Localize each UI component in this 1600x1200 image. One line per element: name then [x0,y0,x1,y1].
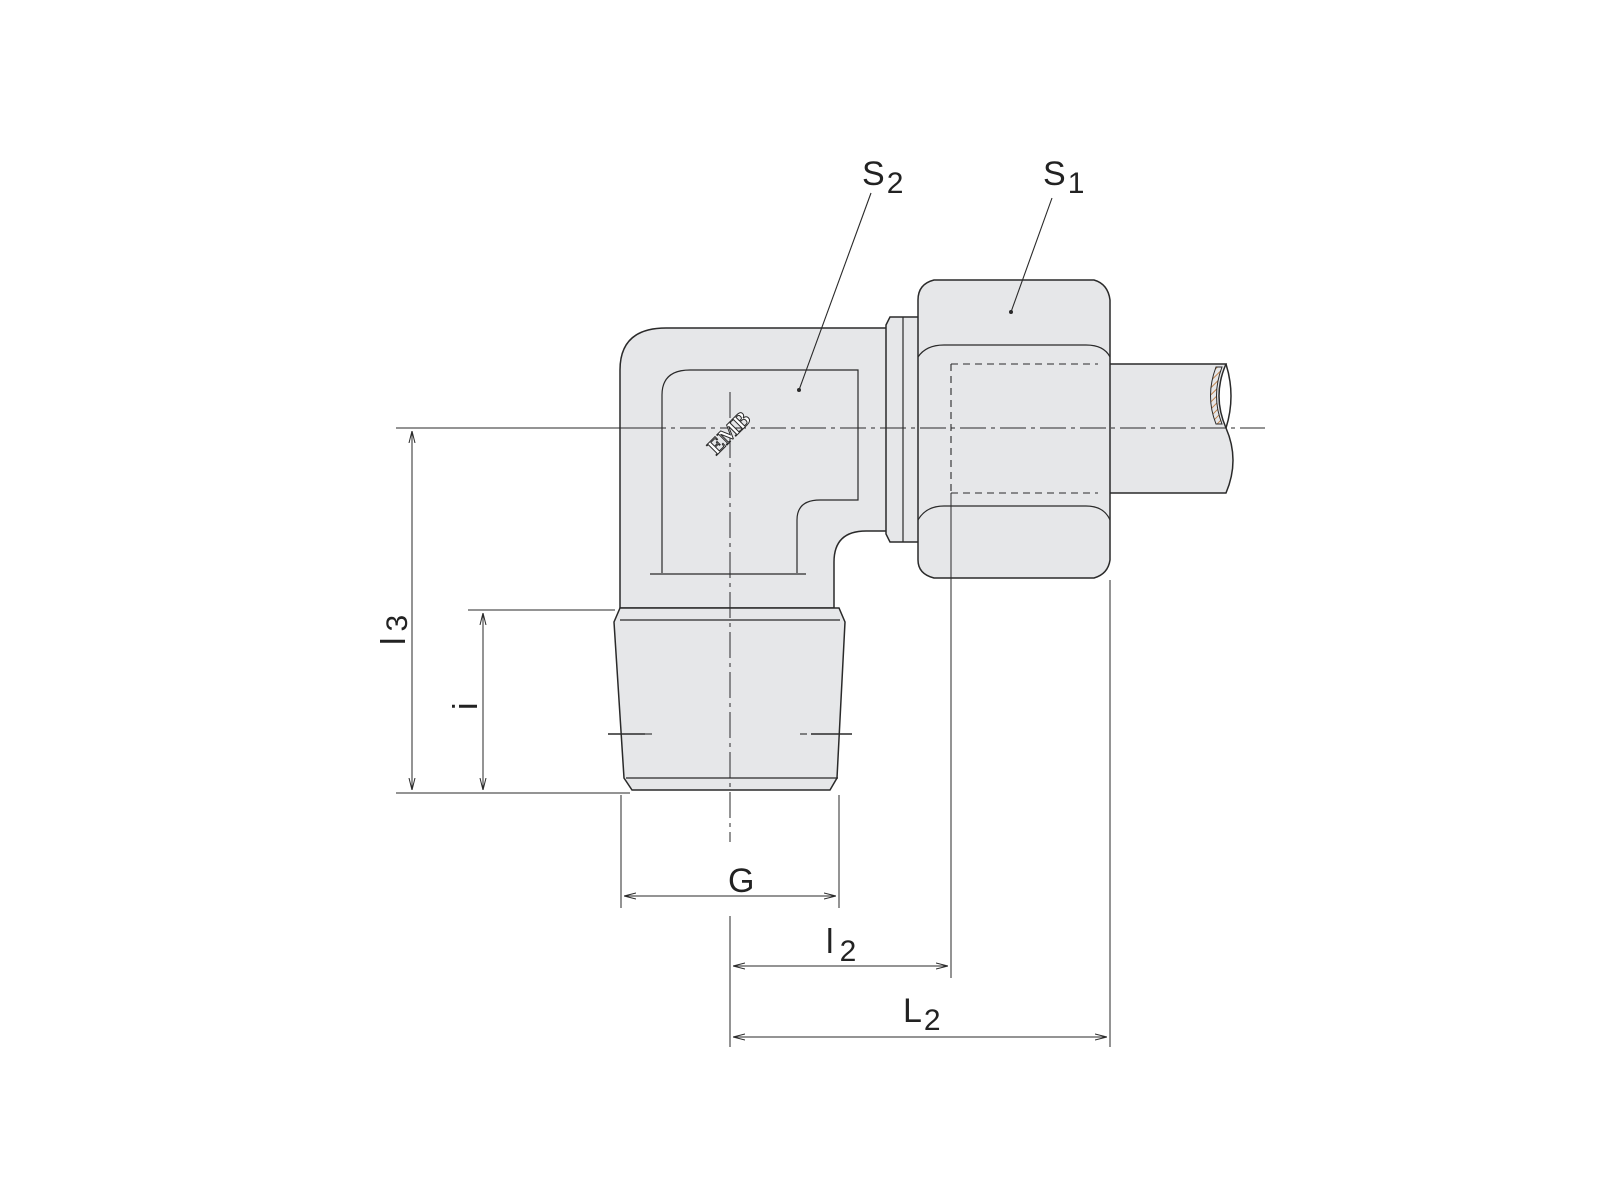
svg-text:i: i [447,702,485,710]
tube-wall-hatch [1210,366,1223,425]
collar [885,316,922,543]
centerlines [640,392,1265,842]
leader-s1 [1010,197,1053,313]
elbow-body [619,327,893,609]
leader-dot-s1 [1009,310,1013,314]
label-s1: S1 [1043,155,1084,200]
label-big-l2: L2 [903,992,941,1037]
label-i: i [447,702,485,710]
svg-text:l3: l3 [375,615,414,645]
label-s2: S2 [862,155,903,200]
threaded-end [608,607,852,791]
label-l3: l3 [375,615,414,645]
leader-dot-s2 [797,388,801,392]
hex-nut [917,279,1111,579]
leader-s2 [798,192,872,391]
dimension-lines [412,431,1107,1037]
leader-lines [798,192,1053,391]
label-g: G [728,862,754,900]
extension-lines [396,427,1111,1047]
